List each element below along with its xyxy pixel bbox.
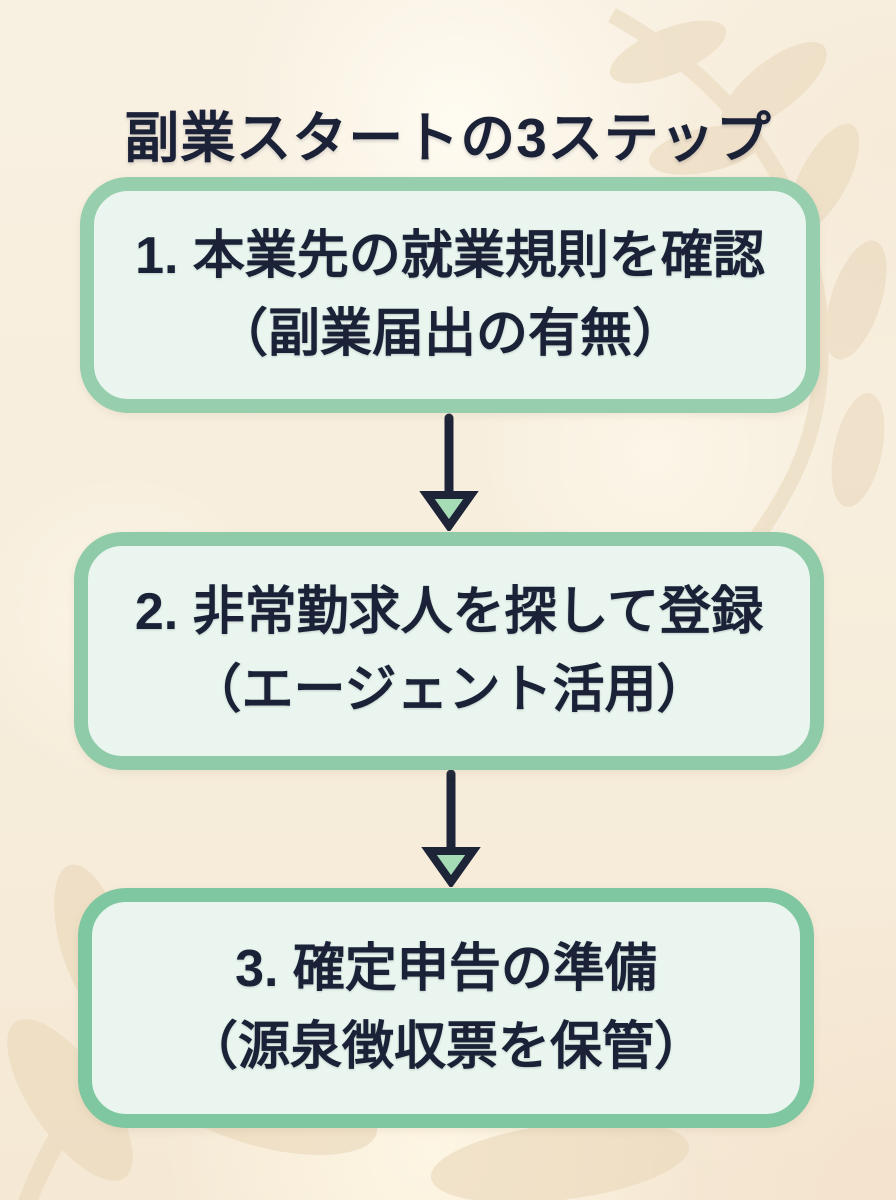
step-3-box: 3. 確定申告の準備 （源泉徴収票を保管） [78,888,814,1128]
step-1-line-1: 1. 本業先の就業規則を確認 [135,227,765,285]
arrow-down-icon [421,769,481,887]
arrow-down-icon [419,413,479,531]
step-3-line-2: （源泉徴収票を保管） [185,1018,706,1076]
step-1-box: 1. 本業先の就業規則を確認 （副業届出の有無） [80,177,820,413]
page-title: 副業スタートの3ステップ [124,106,772,169]
step-3-line-1: 3. 確定申告の準備 [235,940,657,998]
step-2-line-2: （エージェント活用） [189,661,709,719]
step-1-line-2: （副業届出の有無） [215,305,684,363]
step-2-line-1: 2. 非常勤求人を探して登録 [134,583,764,641]
step-2-box: 2. 非常勤求人を探して登録 （エージェント活用） [74,532,824,770]
